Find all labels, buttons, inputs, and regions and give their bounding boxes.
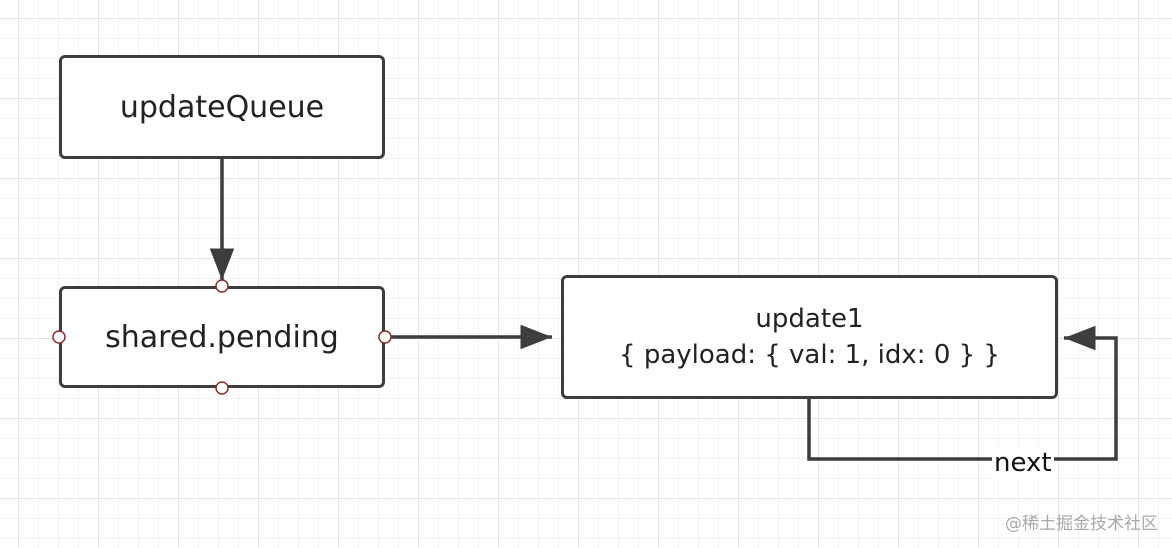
update1-title: update1 (755, 304, 864, 334)
update-queue-node[interactable]: updateQueue (59, 55, 385, 159)
watermark: @稀土掘金技术社区 (1005, 514, 1158, 534)
port-pending-right[interactable] (378, 330, 392, 344)
edge-update1-next-loop (807, 325, 1118, 461)
update1-node[interactable]: update1 { payload: { val: 1, idx: 0 } } (561, 275, 1058, 399)
port-pending-bottom[interactable] (215, 381, 229, 395)
shared-pending-label: shared.pending (105, 319, 339, 355)
next-edge-label: next (992, 446, 1054, 480)
update-queue-label: updateQueue (119, 89, 325, 125)
update1-detail: { payload: { val: 1, idx: 0 } } (619, 340, 1000, 370)
port-pending-top[interactable] (215, 279, 229, 293)
port-pending-left[interactable] (52, 330, 66, 344)
